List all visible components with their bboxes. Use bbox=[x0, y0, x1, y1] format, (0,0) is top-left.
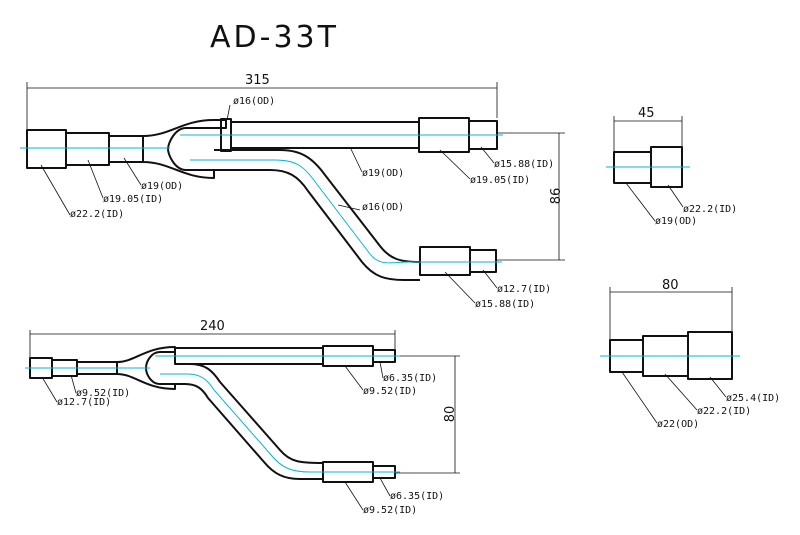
leader-small-in-b bbox=[41, 376, 58, 403]
label-reducer45-id: ø22.2(ID) bbox=[683, 204, 737, 215]
large-inlet-middle-tube bbox=[65, 132, 110, 166]
label-small-in-b: ø12.7(ID) bbox=[57, 397, 111, 408]
small-branch-joint: 240 80 ø9.52(ID) ø12.7(ID bbox=[25, 319, 460, 516]
drawing-title: AD-33T bbox=[210, 20, 339, 55]
large-inlet-end-tube bbox=[26, 129, 67, 169]
label-main-id: ø19.05(ID) bbox=[103, 194, 163, 205]
large-lower-centerline bbox=[190, 159, 502, 264]
large-branch-joint: 315 86 bbox=[20, 73, 565, 310]
large-lower-coupler bbox=[419, 246, 471, 276]
leader-out2-od bbox=[337, 204, 361, 211]
leader-out1-end-b bbox=[439, 149, 471, 180]
leader-out2-end-a bbox=[482, 269, 498, 289]
leader-main-end-id bbox=[40, 164, 71, 216]
small-length-value: 240 bbox=[200, 319, 225, 334]
label-out2-od: ø16(OD) bbox=[362, 202, 404, 213]
small-lower-pipe-top-edge bbox=[175, 363, 324, 464]
label-out1-end-b: ø19.05(ID) bbox=[470, 175, 530, 186]
label-small-out2-a: ø6.35(ID) bbox=[390, 491, 444, 502]
label-reducer80-od: ø22(OD) bbox=[657, 419, 699, 430]
large-height-value: 86 bbox=[549, 188, 564, 205]
reducer80-length-value: 80 bbox=[662, 278, 679, 293]
leader-reducer80-id-b bbox=[664, 373, 698, 411]
leader-small-in-a bbox=[70, 374, 77, 394]
label-main-od: ø19(OD) bbox=[141, 181, 183, 192]
label-small-out1-b: ø9.52(ID) bbox=[363, 386, 417, 397]
reducer-80: 80 ø25.4(ID) ø22.2(ID) ø22(OD) bbox=[600, 278, 780, 430]
large-lower-end bbox=[469, 249, 497, 273]
label-out1-end-a: ø15.88(ID) bbox=[494, 159, 554, 170]
leader-out1-od bbox=[349, 146, 363, 173]
label-reducer80-id-a: ø25.4(ID) bbox=[726, 393, 780, 404]
label-small-out2-b: ø9.52(ID) bbox=[363, 505, 417, 516]
leader-main-id bbox=[87, 159, 104, 199]
large-lower-pipe-bottom-edge bbox=[214, 169, 420, 281]
large-lower-pipe-top-edge bbox=[214, 149, 421, 263]
label-main-end-id: ø22.2(ID) bbox=[70, 209, 124, 220]
reducer45-length-value: 45 bbox=[638, 106, 655, 121]
leader-reducer45-id bbox=[667, 184, 684, 208]
label-reducer45-od: ø19(OD) bbox=[655, 216, 697, 227]
leader-small-out1-b bbox=[344, 365, 364, 391]
large-inlet-neck-tube bbox=[108, 135, 144, 163]
label-small-out1-a: ø6.35(ID) bbox=[383, 373, 437, 384]
leader-out1-end-a bbox=[480, 146, 495, 164]
leader-out2-end-b bbox=[444, 271, 476, 304]
label-out2-end-a: ø12.7(ID) bbox=[497, 284, 551, 295]
leader-small-out1-a bbox=[379, 361, 384, 379]
leader-reducer80-id-a bbox=[709, 376, 727, 398]
label-out1-od: ø19(OD) bbox=[362, 168, 404, 179]
label-out2-end-b: ø15.88(ID) bbox=[475, 299, 535, 310]
small-height-value: 80 bbox=[443, 406, 458, 423]
reducer-45: 45 ø22.2(ID) ø19(OD) bbox=[606, 106, 737, 227]
label-small-in-a: ø9.52(ID) bbox=[76, 388, 130, 399]
leader-main-od bbox=[123, 157, 142, 186]
large-length-value: 315 bbox=[245, 73, 270, 88]
leader-small-out2-b bbox=[344, 481, 364, 511]
label-reducer80-id-b: ø22.2(ID) bbox=[697, 406, 751, 417]
large-y-fitting-body bbox=[142, 119, 227, 179]
small-lower-pipe-bottom-edge bbox=[175, 383, 323, 480]
leader-reducer80-od bbox=[621, 371, 658, 424]
leader-branch-top-od bbox=[226, 104, 231, 121]
leader-small-out2-a bbox=[379, 477, 391, 497]
small-lower-centerline bbox=[160, 373, 400, 473]
label-branch-top-od: ø16(OD) bbox=[233, 96, 275, 107]
leader-reducer45-od bbox=[625, 182, 656, 222]
